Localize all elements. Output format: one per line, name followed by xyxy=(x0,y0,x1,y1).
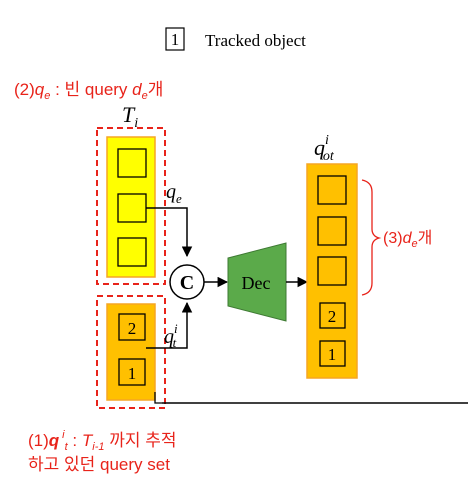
empty-query-slot xyxy=(117,193,147,223)
tracked-query-dashed-box xyxy=(96,295,166,409)
legend-box xyxy=(165,27,185,51)
empty-query-column xyxy=(96,127,166,285)
combine-node: C xyxy=(169,264,205,300)
tracked-slot-label: 1 xyxy=(128,364,137,383)
output-query-slot xyxy=(317,175,347,205)
combine-symbol: C xyxy=(180,272,194,294)
annotation-qe: (2)qe : 빈 query de개 xyxy=(14,80,163,102)
legend: 1 Tracked object xyxy=(165,27,306,51)
decoder: Dec xyxy=(227,242,287,322)
legend-symbol: 1 xyxy=(171,30,180,49)
qe-arrow-label: qe xyxy=(166,181,182,206)
annotation-qt-line2: 하고 있던 query set xyxy=(28,455,170,474)
feedback-line xyxy=(154,392,162,404)
qe-arrow xyxy=(146,207,193,258)
count-bracket xyxy=(361,179,382,296)
output-tracked-slot xyxy=(319,340,346,367)
output-query-column: 2 1 xyxy=(306,163,358,379)
empty-query-slot xyxy=(117,237,147,267)
output-tracked-slot-label: 2 xyxy=(328,307,337,326)
ti-label: Ti xyxy=(122,102,138,131)
decoder-label: Dec xyxy=(242,273,271,293)
tracked-slot xyxy=(118,313,146,341)
empty-query-dashed-box xyxy=(96,127,166,285)
output-query-slot xyxy=(317,216,347,246)
annotation-count: (3)de개 xyxy=(383,229,432,250)
output-tracked-slot xyxy=(319,302,346,329)
tracked-query-column: 2 1 xyxy=(96,295,166,409)
legend-label: Tracked object xyxy=(205,31,306,50)
qt-arrow xyxy=(146,301,193,349)
output-query-slot xyxy=(317,256,347,286)
empty-query-slot xyxy=(117,148,147,178)
tracked-slot-label: 2 xyxy=(128,319,137,338)
tracked-slot xyxy=(118,358,146,386)
output-tracked-slot-label: 1 xyxy=(328,345,337,364)
